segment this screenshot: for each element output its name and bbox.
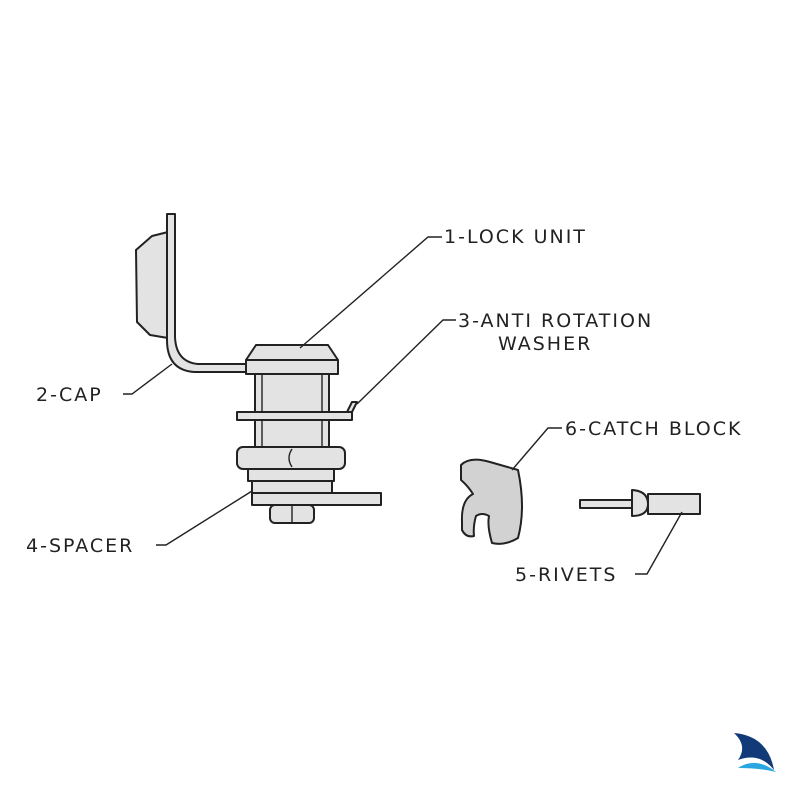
sail-logo-icon	[734, 733, 776, 772]
label-lock-unit: 1-LOCK UNIT	[444, 226, 587, 248]
rivets-part	[579, 489, 701, 517]
nut-part	[236, 446, 346, 482]
spacer-part	[251, 480, 382, 524]
label-cap: 2-CAP	[36, 384, 103, 406]
label-anti-rotation-line2: WASHER	[498, 333, 592, 355]
label-anti-rotation-line1: 3-ANTI ROTATION	[458, 310, 653, 332]
cap-part	[135, 213, 253, 373]
anti-rotation-washer-part	[236, 401, 358, 421]
leader-lines	[123, 236, 683, 575]
label-rivets: 5-RIVETS	[515, 564, 617, 586]
label-catch-block: 6-CATCH BLOCK	[565, 418, 742, 440]
label-spacer: 4-SPACER	[26, 535, 134, 557]
catch-block-part	[460, 458, 523, 545]
